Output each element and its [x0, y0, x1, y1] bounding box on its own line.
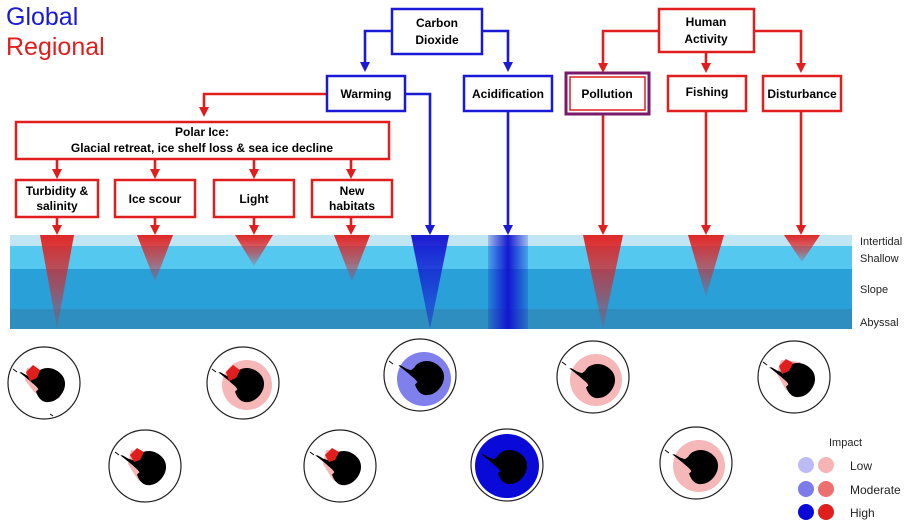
- impact-moderate-label: Moderate: [850, 483, 901, 497]
- disturbance-label: Disturbance: [767, 87, 837, 101]
- box-ice-scour: Ice scour: [113, 178, 197, 219]
- box-polar-ice: Polar Ice: Glacial retreat, ice shelf lo…: [14, 120, 391, 161]
- turbidity-line1: Turbidity &: [26, 184, 89, 198]
- cone-fishing: [688, 235, 724, 297]
- map-warming: [383, 338, 457, 412]
- pollution-label: Pollution: [581, 87, 632, 101]
- arrow-co2-to-warming: [360, 29, 392, 72]
- impact-high-regional-swatch: [818, 504, 834, 520]
- light-label: Light: [239, 192, 268, 206]
- warming-label: Warming: [341, 87, 392, 101]
- depth-slope: Slope: [860, 284, 888, 296]
- new-habitats-line2: habitats: [329, 199, 375, 213]
- impact-low-label: Low: [850, 459, 872, 473]
- polar-ice-title: Polar Ice:: [175, 125, 229, 139]
- acidification-label: Acidification: [472, 87, 544, 101]
- carbon-dioxide-line2: Dioxide: [415, 33, 459, 47]
- ice-scour-label: Ice scour: [129, 192, 182, 206]
- map-fishing: [659, 426, 733, 500]
- turbidity-line2: salinity: [36, 199, 78, 213]
- impact-moderate-regional-swatch: [818, 481, 834, 497]
- box-turbidity-salinity: Turbidity & salinity: [14, 178, 100, 219]
- map-acidification: [470, 428, 544, 502]
- cone-light: [235, 235, 273, 266]
- legend-regional: Regional: [6, 33, 105, 61]
- bar-acidification: [488, 235, 528, 329]
- cone-turbidity: [40, 235, 74, 329]
- new-habitats-line1: New: [340, 184, 365, 198]
- arrow-warming-to-polar-ice: [199, 92, 327, 117]
- box-disturbance: Disturbance: [761, 74, 843, 113]
- arrow-human-to-pollution: [598, 29, 659, 73]
- map-new-habitats: [303, 429, 377, 503]
- map-pollution: [556, 340, 630, 414]
- box-warming: Warming: [325, 74, 407, 113]
- impact-cones: [40, 235, 820, 329]
- box-light: Light: [212, 178, 296, 219]
- cone-warming: [411, 235, 449, 329]
- map-turbidity: [7, 346, 81, 420]
- impact-low-global-swatch: [798, 457, 814, 473]
- box-human-activity: Human Activity: [657, 7, 756, 54]
- fishing-label: Fishing: [686, 85, 729, 99]
- polar-ice-subtitle: Glacial retreat, ice shelf loss & sea ic…: [71, 141, 333, 155]
- cone-new-habitats: [334, 235, 370, 282]
- cone-disturbance: [784, 235, 820, 262]
- depth-shallow: Shallow: [860, 253, 899, 265]
- human-activity-line2: Activity: [684, 32, 728, 46]
- map-disturbance: [757, 340, 831, 414]
- carbon-dioxide-line1: Carbon: [416, 16, 458, 30]
- arrow-human-to-disturbance: [754, 29, 806, 73]
- box-acidification: Acidification: [462, 74, 554, 113]
- impact-high-label: High: [850, 506, 875, 520]
- human-activity-line1: Human: [686, 15, 727, 29]
- impact-high-global-swatch: [798, 504, 814, 520]
- cone-ice-scour: [137, 235, 173, 282]
- box-pollution: Pollution: [564, 71, 651, 116]
- map-ice-scour: [108, 429, 182, 503]
- connectors: [52, 29, 806, 235]
- map-light: [206, 346, 280, 420]
- legend-global: Global: [6, 3, 78, 31]
- impact-low-regional-swatch: [818, 457, 834, 473]
- impact-legend-title: Impact: [829, 437, 862, 449]
- box-fishing: Fishing: [666, 74, 748, 113]
- arrow-co2-to-acidification: [482, 29, 513, 72]
- cone-pollution: [583, 235, 623, 329]
- depth-intertidal: Intertidal: [860, 236, 902, 248]
- depth-abyssal: Abyssal: [860, 317, 899, 329]
- arrow-warming-to-ocean: [405, 92, 435, 235]
- box-new-habitats: New habitats: [310, 178, 394, 219]
- impact-moderate-global-swatch: [798, 481, 814, 497]
- box-carbon-dioxide: Carbon Dioxide: [390, 7, 484, 56]
- impact-legend: Impact Low Moderate High: [798, 437, 901, 520]
